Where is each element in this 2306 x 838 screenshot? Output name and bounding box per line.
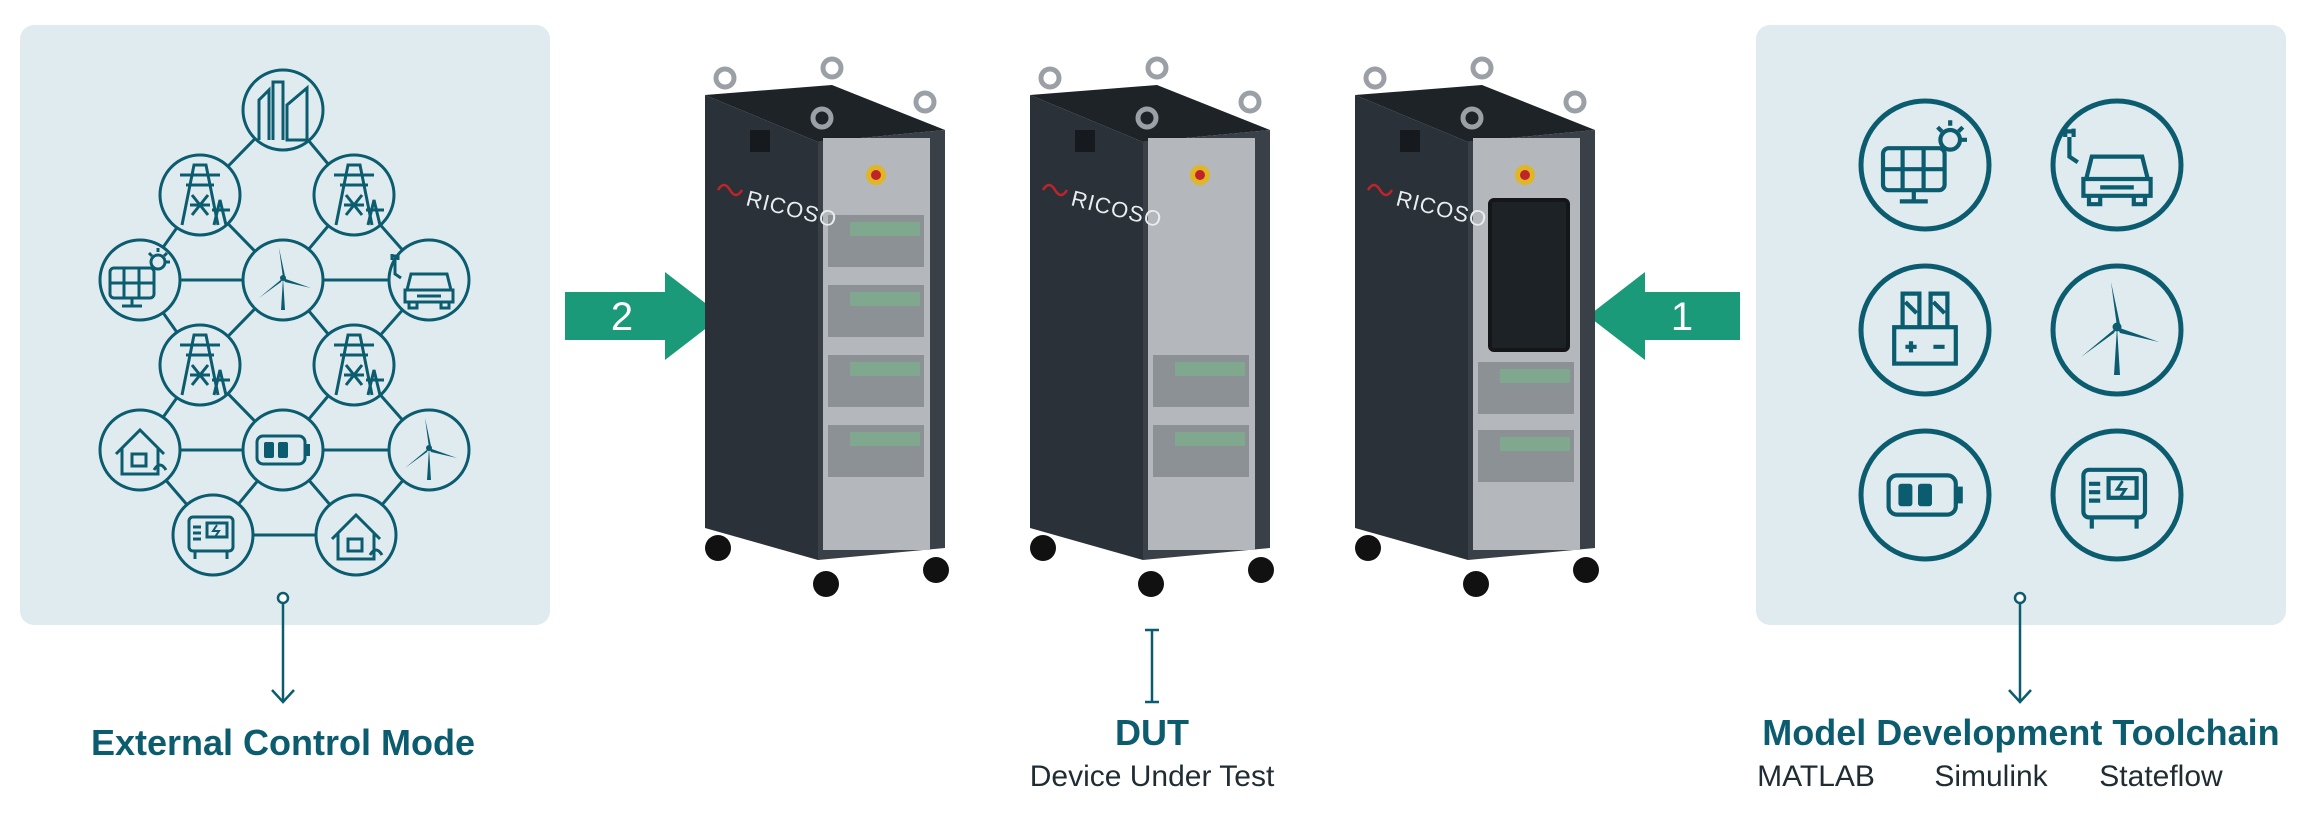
smart-home-icon xyxy=(314,493,398,577)
network-nodes xyxy=(98,68,471,577)
smart-home-icon xyxy=(98,408,182,492)
dut-connector xyxy=(1145,628,1159,704)
touch-screen xyxy=(1488,198,1570,352)
battery-icon xyxy=(1858,428,1992,562)
tool-matlab: MATLAB xyxy=(1757,760,1875,793)
battery-cells-icon xyxy=(1858,263,1992,397)
power-tower-icon xyxy=(312,153,396,237)
generator-icon xyxy=(2050,428,2184,562)
arrow-2: 2 xyxy=(565,272,722,360)
factory-icon xyxy=(241,68,325,152)
battery-icon xyxy=(241,408,325,492)
dut-title: DUT xyxy=(1115,712,1189,753)
arrow-1: 1 xyxy=(1588,272,1740,360)
wind-turbine-icon xyxy=(241,238,325,322)
solar-panel-icon xyxy=(98,238,182,322)
power-tower-icon xyxy=(158,323,242,407)
toolchain-title: Model Development Toolchain xyxy=(1762,712,2280,753)
arrow-1-number: 1 xyxy=(1671,295,1693,339)
toolchain-panel xyxy=(1756,25,2286,625)
electric-car-icon xyxy=(2050,98,2184,232)
cabinet-dut: RICOSO xyxy=(1030,56,1274,597)
solar-panel-icon xyxy=(1858,98,1992,232)
cabinet-right: RICOSO xyxy=(1355,56,1599,597)
toolchain-icons xyxy=(1858,98,2184,562)
energy-network xyxy=(98,68,471,577)
left-connector xyxy=(271,591,295,704)
generator-icon xyxy=(171,493,255,577)
dut-subtitle: Device Under Test xyxy=(1029,760,1275,793)
tool-simulink: Simulink xyxy=(1934,760,2048,793)
power-tower-icon xyxy=(158,153,242,237)
wind-turbine-icon xyxy=(2050,263,2184,397)
external-control-title: External Control Mode xyxy=(90,722,476,763)
arrow-2-number: 2 xyxy=(611,295,633,339)
power-tower-icon xyxy=(312,323,396,407)
tool-stateflow: Stateflow xyxy=(2099,760,2223,793)
right-connector xyxy=(2008,591,2032,704)
cabinet-left: RICOSO xyxy=(705,56,949,597)
electric-car-icon xyxy=(387,238,471,322)
wind-turbine-icon xyxy=(387,408,471,492)
